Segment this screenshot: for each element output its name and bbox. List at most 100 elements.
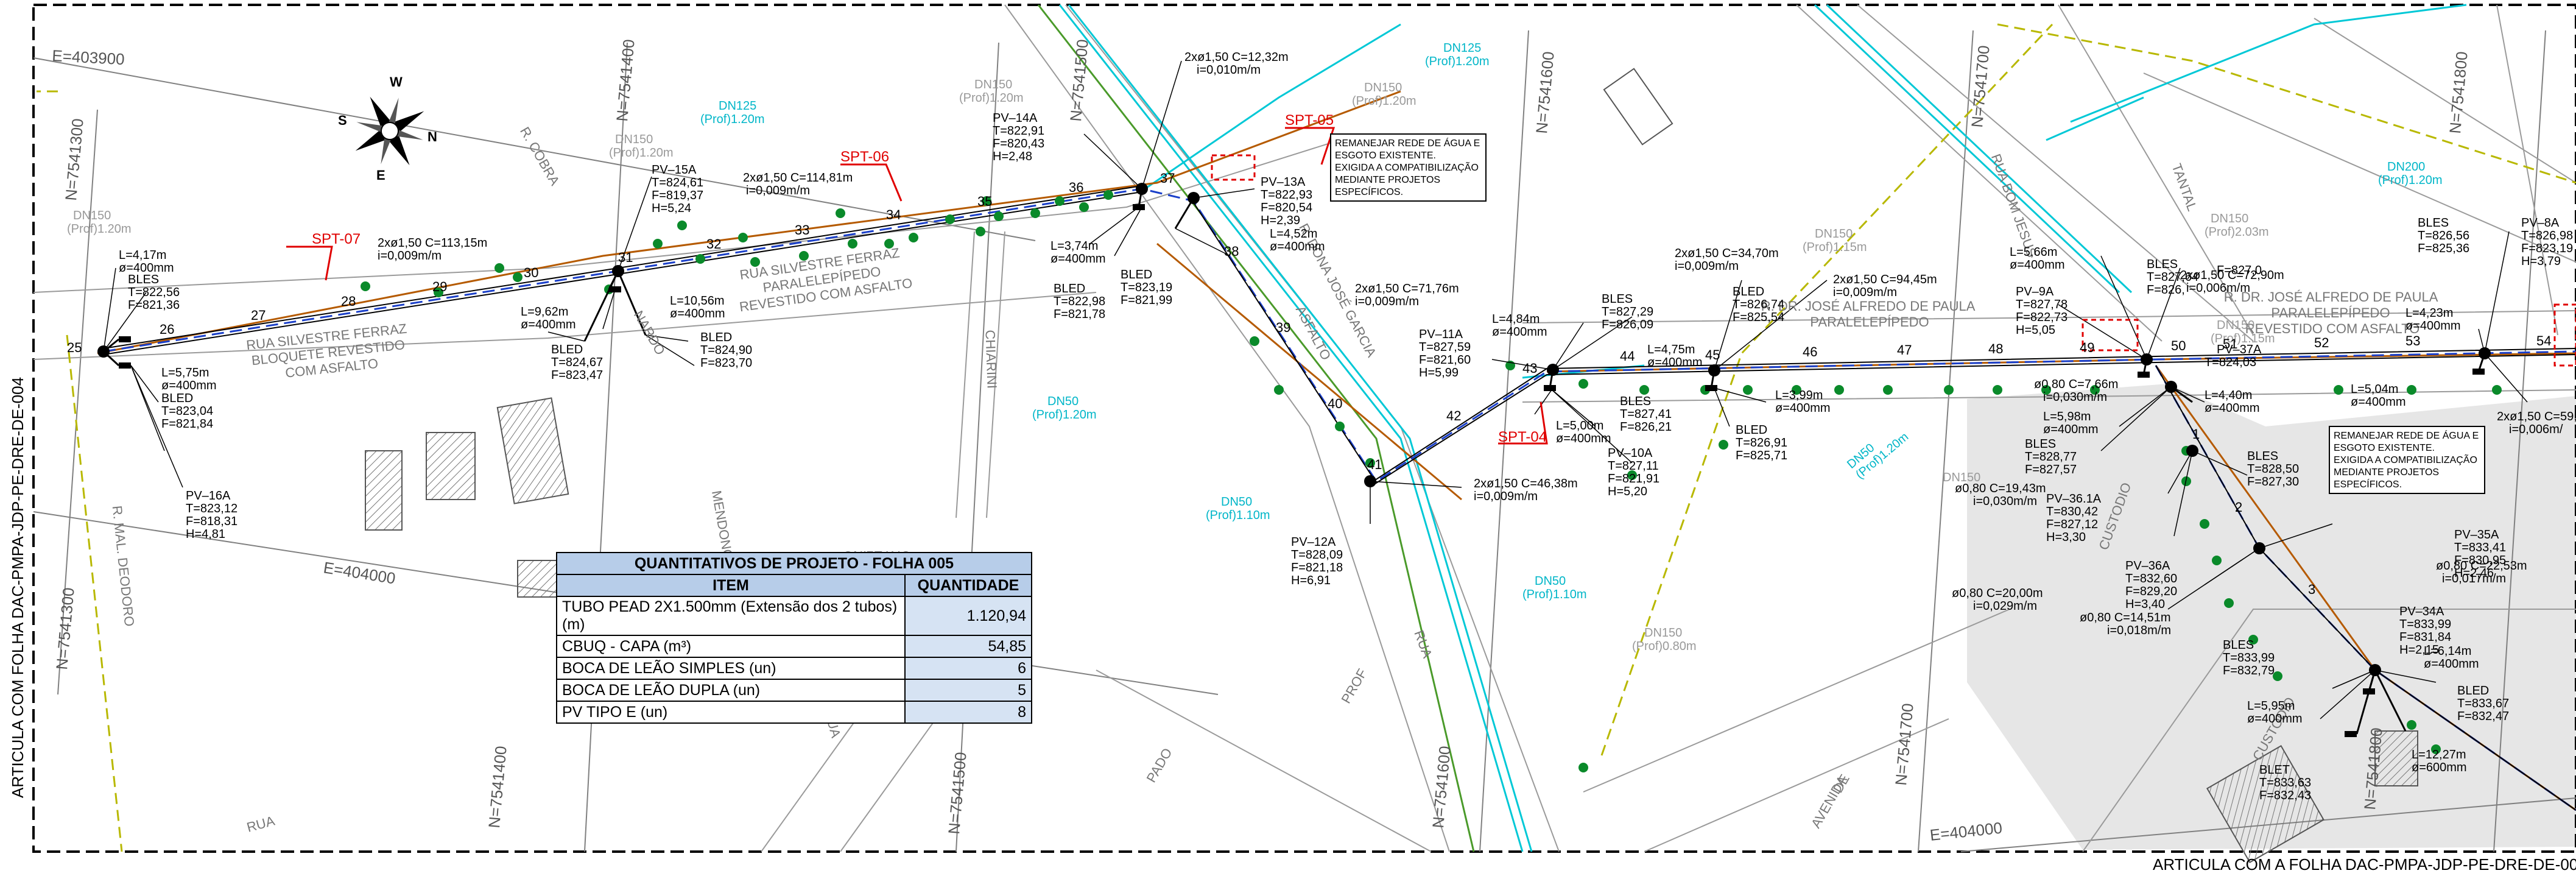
coord-n7541700-bottom: N=7541700 [1892,702,1917,786]
row-qty: 8 [904,701,1032,724]
spt-05-label: SPT-05 [1285,112,1334,129]
street-pado: PADO [1143,746,1175,785]
dn200: DN200(Prof)1.20m [2378,160,2443,187]
station-28: 28 [341,294,356,309]
street-chiarini: CHIARINI [982,330,999,389]
station-53: 53 [2405,333,2420,348]
station-49: 49 [2080,340,2094,355]
spt-markers [286,127,2576,445]
station-34: 34 [886,207,901,222]
station-54: 54 [2536,333,2551,348]
street-nardo: NARDO [631,308,668,358]
dn150-f: DN150(Prof)2.03m [2205,212,2269,239]
row-item: PV TIPO E (un) [556,701,906,724]
station-42: 42 [1446,408,1461,423]
row-qty: 6 [904,657,1032,680]
table-row: CBUQ - CAPA (m³) 54,85 [556,635,1032,658]
dn50-c: DN50(Prof)1.20m [1845,420,1911,482]
dn125-b: DN125(Prof)1.20m [1425,41,1490,68]
spt-06-label: SPT-06 [840,149,889,165]
station-48: 48 [1988,341,2003,356]
station-2: 2 [2235,500,2242,515]
row-item: CBUQ - CAPA (m³) [556,635,906,658]
station-30: 30 [524,265,538,280]
station-51: 51 [2223,336,2237,351]
station-25: 25 [67,340,82,355]
station-26: 26 [160,322,174,337]
station-46: 46 [1803,344,1817,359]
station-40: 40 [1328,396,1342,411]
dn150-g: DN150(Prof)1.15m [2211,319,2275,345]
coord-n7541800-top: N=7541800 [2446,51,2471,134]
compass-rose [355,96,424,166]
coord-n7541400-top: N=7541400 [613,38,638,122]
street-rua-bottom: RUA [245,813,276,835]
coord-n7541600-top: N=7541600 [1532,51,1558,134]
row-item: BOCA DE LEÃO SIMPLES (un) [556,657,906,680]
station-27: 27 [251,308,266,323]
dn150-e: DN150(Prof)1.15m [1803,227,1867,254]
dn150-c: DN150(Prof)1.20m [959,78,1024,105]
row-item: TUBO PEAD 2X1.500mm (Extensão dos 2 tubo… [556,596,906,636]
compass-s: S [338,113,347,128]
coord-n7541600-bottom: N=7541600 [1429,745,1454,828]
spt-labels: SPT-07 SPT-06 SPT-05 SPT-04 [312,112,1547,445]
dn50-b: DN50(Prof)1.10m [1206,495,1270,522]
station-37: 37 [1160,171,1175,186]
spt-07-label: SPT-07 [312,231,361,247]
note-box-2: REMANEJAR REDE DE ÁGUA E ESGOTO EXISTENT… [2329,426,2485,494]
dn150-a: DN150(Prof)1.20m [67,209,132,236]
dn150-i: DN150(Prof)0.80m [1632,626,1697,653]
street-tantal: TANTAL [2169,161,2200,213]
station-39: 39 [1276,320,1290,335]
compass-e: E [376,168,385,183]
dn125-a: DN125(Prof)1.20m [700,99,765,126]
coord-e404000-right: E=404000 [1929,819,2003,844]
street-prof: PROF [1338,666,1370,706]
street-silvestre-left: RUA SILVESTRE FERRAZ BLOQUETE REVESTIDO … [245,320,415,384]
station-33: 33 [795,222,809,238]
coord-n7541300-a: N=7541300 [62,118,87,201]
row-qty: 1.120,94 [904,596,1032,636]
dn50-a: DN50(Prof)1.20m [1032,395,1097,422]
dn50-d: DN50(Prof)1.10m [1522,574,1587,601]
station-35: 35 [977,194,992,209]
